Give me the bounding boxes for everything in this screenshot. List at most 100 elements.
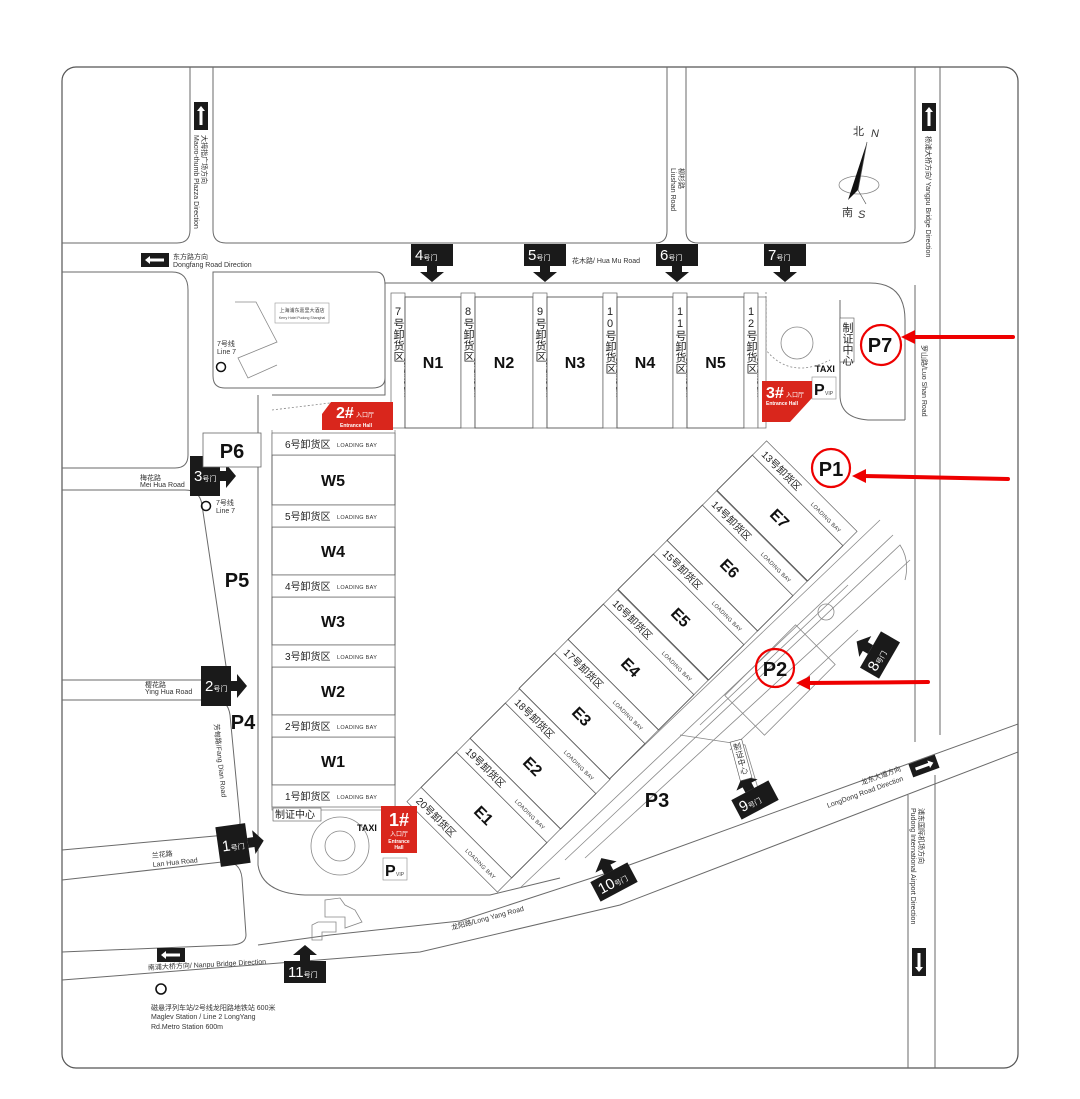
gate-suffix: 号门 bbox=[230, 841, 245, 852]
gate-suffix: 号门 bbox=[776, 253, 790, 262]
maglev-info: Maglev Station / Line 2 LongYang bbox=[151, 1014, 256, 1021]
metro-label: Line 7 bbox=[216, 508, 235, 515]
road-label: Pudong International Airport Direction bbox=[909, 808, 916, 924]
loading-bay bbox=[271, 574, 396, 598]
loading-bay bbox=[271, 432, 396, 456]
hall-label: N1 bbox=[423, 355, 444, 372]
vip-parking-sub: VIP bbox=[396, 872, 405, 878]
gate-box bbox=[524, 244, 566, 266]
badge-center-label: 制证中心 bbox=[841, 322, 854, 366]
hall bbox=[271, 736, 396, 786]
gate-suffix: 号门 bbox=[668, 253, 682, 262]
gate-10: 10号门 bbox=[590, 858, 638, 902]
entrance-cn: 入口厅 bbox=[356, 412, 374, 419]
gate-arrow-icon bbox=[595, 858, 617, 875]
metro-icon bbox=[215, 361, 227, 373]
loading-bay-en: LOADING BAY bbox=[337, 585, 377, 591]
compass-needle-icon bbox=[848, 142, 867, 200]
loading-bay-label: 3号卸货区 bbox=[285, 650, 331, 663]
loading-bay-label: 11号卸货区 bbox=[674, 306, 687, 374]
entrance-en: Entrance Hall bbox=[766, 401, 799, 407]
arrow-icon bbox=[915, 760, 934, 771]
arrow-left-icon bbox=[157, 948, 185, 962]
gate-5: 5号门 bbox=[524, 244, 566, 282]
entrance-3-number: 3# bbox=[766, 385, 784, 402]
vip-parking bbox=[382, 857, 408, 881]
gate-box bbox=[201, 666, 231, 706]
gate-number: 10 bbox=[595, 875, 618, 898]
loading-bay-label: 8号卸货区 bbox=[462, 306, 475, 362]
road-label: 浦东国际机场方向 bbox=[917, 808, 926, 864]
arrow-icon bbox=[197, 106, 205, 125]
loading-bay bbox=[406, 786, 513, 893]
hall-label: W4 bbox=[321, 544, 345, 561]
loading-bay bbox=[271, 784, 396, 808]
vip-parking-sub: VIP bbox=[825, 391, 834, 397]
highlight-circle bbox=[859, 323, 903, 367]
road-label: 罗山路/Luo Shan Road bbox=[920, 345, 929, 417]
arrow-up-icon bbox=[194, 102, 208, 130]
road-label: 梅花路 bbox=[140, 473, 161, 482]
arrow-icon bbox=[925, 107, 933, 126]
road-label: 东方路方向 bbox=[173, 252, 208, 261]
entrance-en: Hall bbox=[394, 845, 404, 851]
loading-bay bbox=[701, 490, 808, 597]
parking-p7: P7 bbox=[868, 335, 892, 357]
road-label: 兰花路 bbox=[151, 849, 173, 860]
gate-box bbox=[215, 823, 251, 867]
gate-2: 2号门 bbox=[201, 666, 247, 706]
highlight-circle bbox=[754, 647, 796, 689]
hall bbox=[404, 296, 462, 429]
entrance-en: Entrance bbox=[388, 839, 410, 845]
loading-bay bbox=[271, 504, 396, 528]
gate-box bbox=[656, 244, 698, 266]
road-label: 樱花路 bbox=[145, 680, 166, 689]
undefined bbox=[762, 381, 812, 422]
gate-arrow-icon bbox=[420, 266, 444, 282]
parking-p2: P2 bbox=[763, 659, 787, 681]
badge-center-label: 制证中心 bbox=[275, 808, 315, 821]
gate-number: 6 bbox=[660, 247, 668, 264]
gate-suffix: 号门 bbox=[202, 474, 216, 483]
undefined bbox=[381, 806, 417, 853]
red-arrowhead-icon bbox=[796, 676, 810, 690]
gate-label: 5号门 bbox=[528, 247, 550, 264]
gate-label: 11号门 bbox=[288, 964, 318, 981]
loading-bay-label: 12号卸货区 bbox=[745, 306, 758, 374]
road-label: Ying Hua Road bbox=[145, 689, 192, 696]
metro-label: Line 7 bbox=[217, 349, 236, 356]
gate-arrow-icon bbox=[856, 636, 873, 657]
road-label: 大拇指广场方向 bbox=[200, 135, 209, 184]
hall-label: W3 bbox=[321, 614, 345, 631]
maglev-info: 磁悬浮列车站/2号线龙阳路地铁站 600米 bbox=[151, 1003, 275, 1012]
loading-bay-label: 7号卸货区 bbox=[392, 306, 405, 362]
gate-suffix: 号门 bbox=[423, 253, 437, 262]
highlight-circle bbox=[810, 447, 852, 489]
hotel-sign bbox=[274, 302, 330, 324]
road-label: Dongfang Road Direction bbox=[173, 262, 252, 269]
parking-p5: P5 bbox=[225, 570, 249, 592]
gate-arrow-icon bbox=[533, 266, 557, 282]
loading-bay-label: 5号卸货区 bbox=[285, 510, 331, 523]
gate-suffix: 号门 bbox=[213, 684, 227, 693]
arrow-up-icon bbox=[922, 103, 936, 131]
loading-bay-end bbox=[757, 296, 767, 429]
gate-box bbox=[411, 244, 453, 266]
hall-label: N5 bbox=[705, 355, 726, 372]
loading-bay-label: 1号卸货区 bbox=[285, 790, 331, 803]
hall bbox=[271, 454, 396, 506]
vip-parking-p: P bbox=[814, 382, 825, 399]
gate-box bbox=[590, 862, 638, 902]
loading-bay-label: 4号卸货区 bbox=[285, 580, 331, 593]
roundabout-center bbox=[324, 830, 356, 862]
hotel-name-en: Kerry Hotel Pudong Shanghai bbox=[279, 316, 326, 320]
loading-bay-label: 6号卸货区 bbox=[285, 438, 331, 451]
taxi-stand: TAXI bbox=[815, 364, 835, 374]
hall-label: W1 bbox=[321, 754, 345, 771]
metro-icon bbox=[155, 983, 167, 995]
gate-number: 2 bbox=[205, 678, 213, 695]
gate-arrow-icon bbox=[665, 266, 689, 282]
gate-label: 7号门 bbox=[768, 247, 790, 264]
entrance-cn: 入口厅 bbox=[390, 831, 408, 838]
gate-1: 1号门 bbox=[215, 823, 264, 867]
